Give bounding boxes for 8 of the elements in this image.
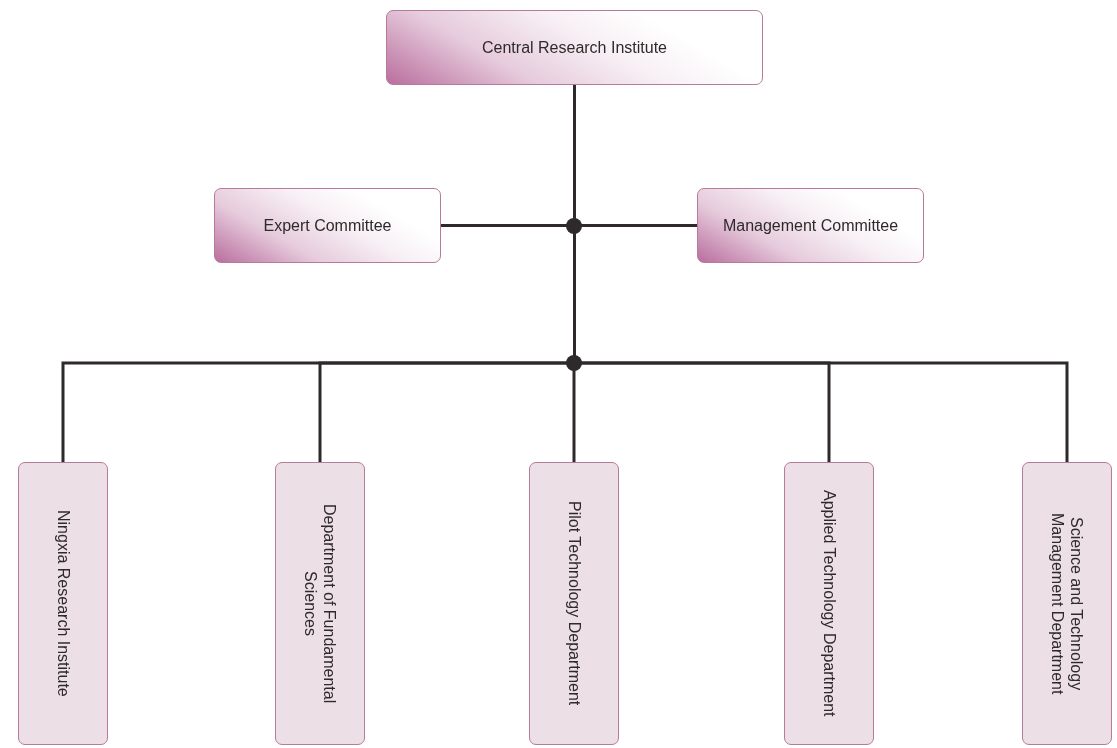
org-box: Expert Committee xyxy=(214,188,441,263)
org-box: Management Committee xyxy=(697,188,924,263)
org-box: Central Research Institute xyxy=(386,10,763,85)
department-box: Science and Technology Management Department xyxy=(1022,462,1112,745)
department-box: Ningxia Research Institute xyxy=(18,462,108,745)
department-box: Department of Fundamental Sciences xyxy=(275,462,365,745)
department-box: Pilot Technology Department xyxy=(529,462,619,745)
department-box: Applied Technology Department xyxy=(784,462,874,745)
